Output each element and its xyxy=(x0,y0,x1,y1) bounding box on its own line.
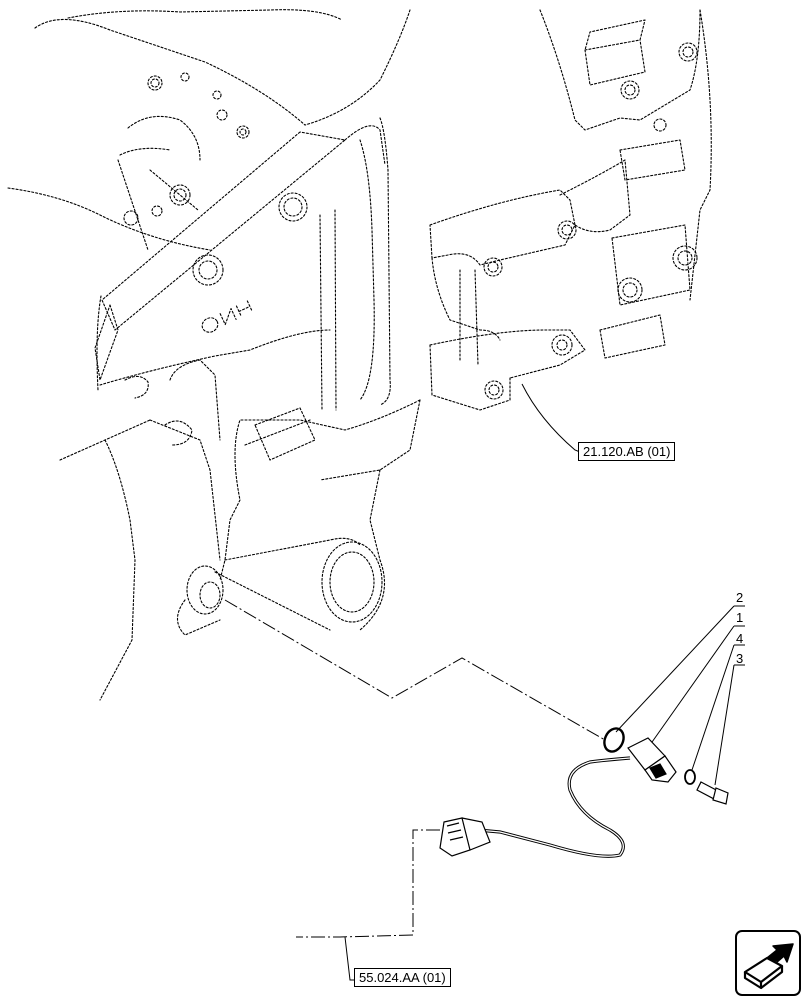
center-lines xyxy=(224,599,606,938)
callout-item-2: 2 xyxy=(736,590,744,605)
reference-21-120-ab[interactable]: 21.120.AB (01) xyxy=(578,442,676,461)
sensor-axis-line xyxy=(224,599,606,741)
bolt-part-3 xyxy=(696,781,729,805)
lower-lug xyxy=(59,359,386,701)
sensor-parts xyxy=(439,727,729,858)
navigate-arrow-icon xyxy=(743,943,794,990)
cnh-logo-stamp xyxy=(201,300,253,333)
transmission-housing xyxy=(7,9,411,411)
leader-lines xyxy=(344,383,745,981)
callout-item-4: 4 xyxy=(736,631,744,646)
o-ring-part-2 xyxy=(603,727,625,753)
navigate-button[interactable] xyxy=(735,930,801,996)
callout-item-1: 1 xyxy=(736,610,744,625)
connector-axis-line xyxy=(296,829,440,938)
washer-part-4 xyxy=(684,769,696,785)
mounting-bracket xyxy=(234,9,712,501)
reference-55-024-aa[interactable]: 55.024.AA (01) xyxy=(354,968,451,987)
callout-item-3: 3 xyxy=(736,651,744,666)
speed-sensor-part-1 xyxy=(439,737,677,858)
